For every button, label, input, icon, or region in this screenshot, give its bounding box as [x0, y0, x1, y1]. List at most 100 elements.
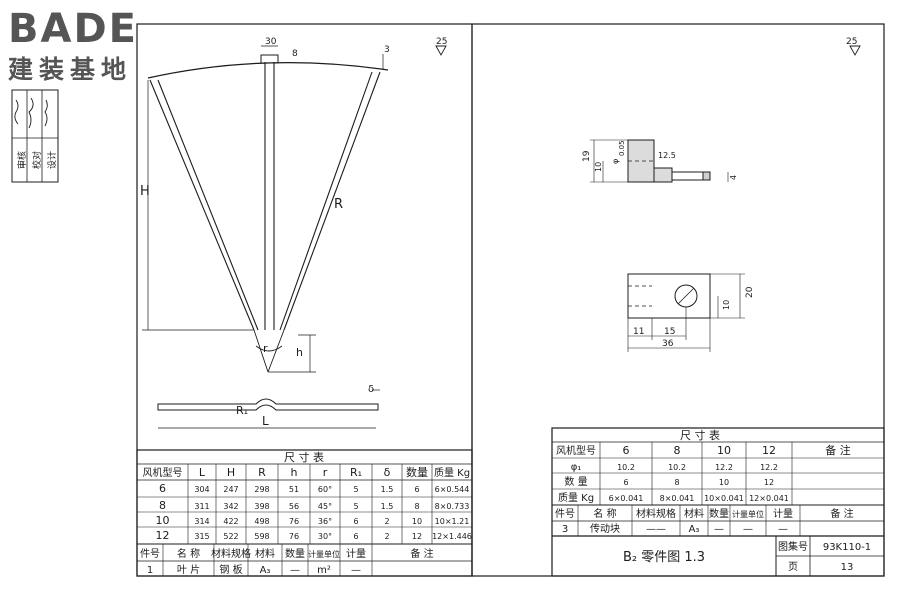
left-table-header: R [258, 466, 266, 479]
left-table-cell: 10 [412, 517, 422, 526]
left-parts-cell: m² [317, 565, 331, 576]
roughness-symbol-right [849, 45, 861, 56]
right-table-cell: 8 [674, 478, 679, 487]
left-parts-grid [162, 544, 373, 576]
right-parts-cell: — [778, 524, 788, 535]
left-table-cell: 76 [289, 517, 299, 526]
block-plan-body [627, 273, 711, 319]
right-table-cell: 12.2 [760, 463, 778, 472]
left-table-cell: 12 [156, 529, 170, 542]
left-table-cell: 2 [384, 532, 389, 541]
label-36: 36 [662, 339, 674, 349]
label-15: 15 [664, 327, 675, 337]
left-table-cell: 8 [159, 499, 166, 512]
right-table-header: 10 [717, 444, 731, 457]
left-table-header: 风机型号 [143, 466, 183, 479]
label-10a: 10 [594, 162, 603, 172]
left-table-cell: 315 [194, 532, 209, 541]
logo-subtitle: 建装基地 [8, 55, 132, 84]
left-table-cell: 51 [289, 485, 299, 494]
stamp-cell-2: 校对 [31, 151, 43, 169]
stamp-cell-3: 设计 [46, 151, 58, 169]
atlas-value: 93K110-1 [823, 542, 871, 553]
right-parts-grid [577, 505, 801, 536]
left-table-cell: 398 [254, 502, 269, 511]
left-table-cell: 6 [414, 485, 419, 494]
right-table-header: 备 注 [825, 443, 851, 457]
apex-right [267, 329, 285, 373]
left-table-cell: 10 [156, 514, 170, 527]
left-parts-header: 材料 [255, 547, 275, 560]
drive-block-drawing: 25 19 10 φ 0.05 12.5 4 11 15 [582, 37, 861, 352]
right-table-header: 12 [762, 444, 776, 457]
left-table-header: H [227, 466, 235, 479]
left-table-cell: 422 [223, 517, 238, 526]
right-parts-header: 材料 [684, 507, 704, 520]
left-table-cell: 6×0.544 [435, 485, 470, 494]
left-table-cell: 6 [353, 517, 358, 526]
label-4: 4 [729, 175, 738, 180]
atlas-label: 图集号 [778, 540, 808, 553]
page-value: 13 [841, 562, 854, 573]
left-table-cell: 56 [289, 502, 299, 511]
right-table-header: 6 [623, 444, 630, 457]
left-table-cell: 6 [159, 482, 166, 495]
right-table-cell: 12×0.041 [749, 494, 789, 503]
label-phi: φ [611, 159, 620, 164]
apex-left [253, 329, 269, 373]
page-label: 页 [788, 561, 798, 573]
left-parts-cell: 1 [147, 565, 153, 576]
label-delta: δ [368, 384, 374, 395]
left-table-cell: 304 [194, 485, 209, 494]
label-19: 19 [582, 150, 592, 162]
right-table-cell: 数 量 [564, 475, 587, 488]
right-table-cell: 12 [764, 478, 774, 487]
left-table-cell: 36° [318, 517, 332, 526]
right-parts-header: 备 注 [830, 507, 853, 520]
left-parts-header: 数量 [285, 547, 305, 560]
right-parts-cell: — [743, 524, 753, 535]
label-125: 12.5 [658, 151, 676, 160]
label-20: 20 [745, 286, 755, 298]
right-table-title: 尺 寸 表 [680, 428, 720, 442]
label-005: 0.05 [618, 140, 626, 156]
left-table-cell: 12 [412, 532, 422, 541]
left-table-cell: 60° [318, 485, 332, 494]
right-parts-cell: A₃ [689, 524, 700, 535]
left-table-cell: 5 [353, 502, 358, 511]
left-table-cell: 45° [318, 502, 332, 511]
right-parts-cell: — [714, 524, 724, 535]
label-h: h [296, 346, 303, 359]
right-parts-cell: 传动块 [590, 523, 620, 535]
right-table-cell: 质量 Kg [558, 492, 594, 504]
label-11: 11 [633, 327, 644, 337]
left-table-cell: 298 [254, 485, 269, 494]
blade-side-view [157, 398, 379, 411]
left-table-cell: 311 [194, 502, 209, 511]
right-parts-header: 材料规格 [636, 507, 676, 520]
left-parts-header: 件号 [140, 548, 160, 560]
stamp-signatures [14, 97, 48, 129]
hole-diameter-line [677, 287, 695, 305]
left-parts-cell: — [290, 565, 300, 576]
left-table-cell: 2 [384, 517, 389, 526]
label-r: r [263, 342, 268, 355]
right-parts-header: 计量单位 [732, 509, 764, 519]
right-parts-header: 名 称 [593, 507, 616, 520]
right-parts-cell: 3 [562, 524, 568, 535]
label-flange: 8 [292, 49, 298, 59]
right-table-grid [599, 442, 793, 505]
outer-arc [147, 62, 389, 79]
right-edge-inner [279, 71, 373, 331]
rib-cap [260, 54, 279, 64]
side-stamp: 审核 校对 设计 [11, 89, 59, 183]
label-H: H [140, 184, 150, 199]
right-parts-cell: —— [646, 524, 666, 535]
right-table-cell: 6×0.041 [609, 494, 644, 503]
right-table-cell: φ₁ [571, 462, 582, 473]
right-table-cell: 10.2 [617, 463, 635, 472]
label-top-width: 30 [265, 37, 277, 47]
left-parts-cell: — [351, 565, 361, 576]
left-table-title: 尺 寸 表 [284, 450, 324, 464]
left-table-cell: 12×1.446 [432, 532, 472, 541]
